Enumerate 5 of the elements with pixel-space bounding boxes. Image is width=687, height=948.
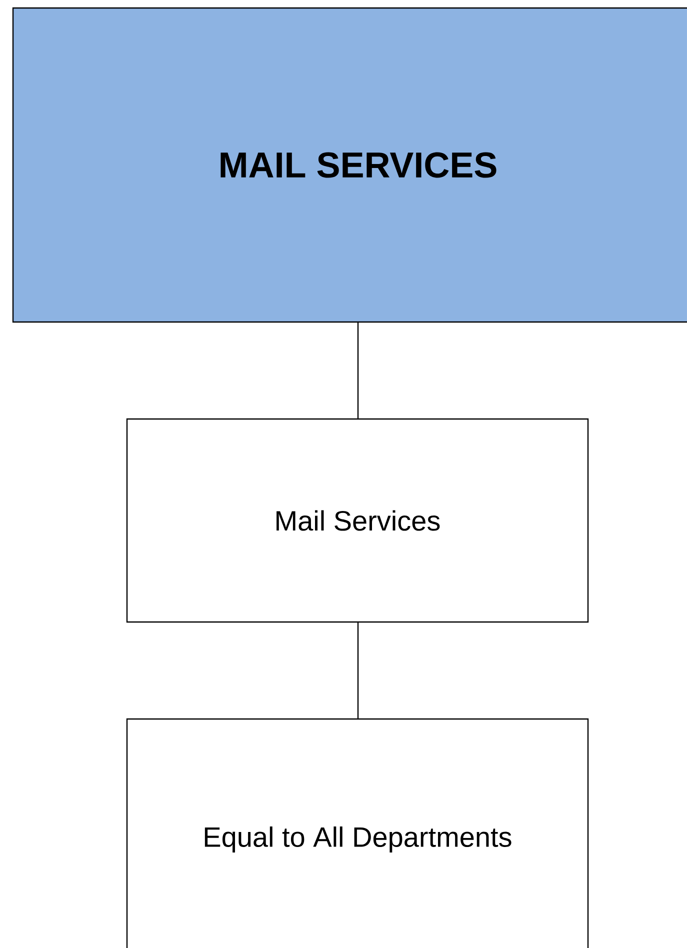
connector-line [357,322,359,419]
connector-line [357,622,359,719]
org-box: Equal to All Departments [126,718,589,948]
title-box: MAIL SERVICES [12,7,687,323]
org-box: Mail Services [126,418,589,623]
